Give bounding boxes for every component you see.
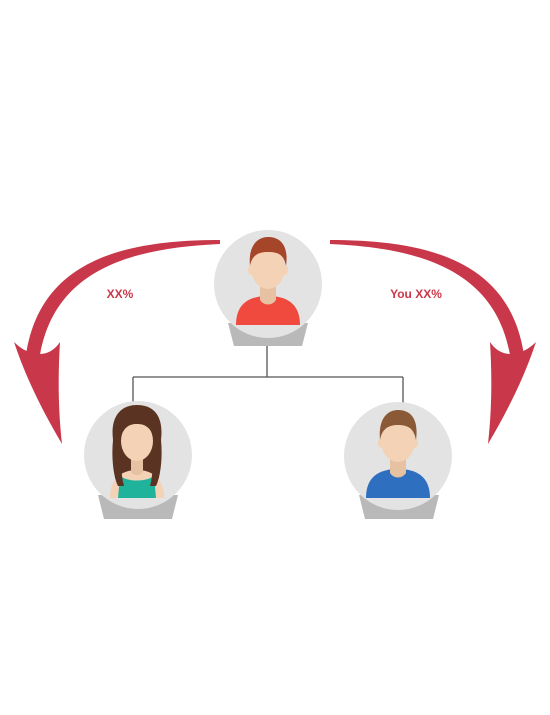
right-arrow-head: [488, 342, 536, 444]
left-arrow: [14, 240, 220, 444]
left-arrow-shaft: [26, 240, 220, 355]
connector-lines: [132, 345, 404, 410]
right-arrow-shaft: [330, 240, 524, 355]
left-child-avatar: [84, 401, 192, 519]
right-arrow: [330, 240, 536, 444]
male-avatar-icon: [366, 410, 430, 498]
left-arrow-head: [14, 342, 62, 444]
right-percentage-label: You XX%: [390, 287, 442, 301]
parent-avatar: [214, 230, 322, 346]
female-avatar-icon: [110, 405, 164, 498]
right-child-avatar: [344, 402, 452, 519]
left-percentage-label: XX%: [107, 287, 134, 301]
male-avatar-icon: [236, 237, 300, 325]
